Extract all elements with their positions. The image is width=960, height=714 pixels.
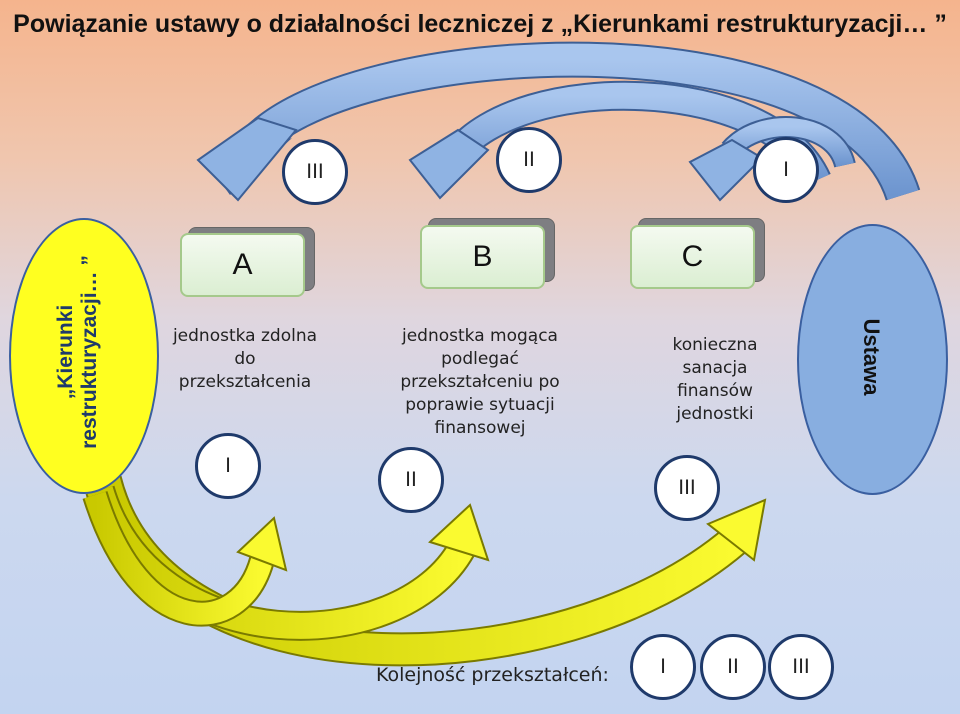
arrow-to-c [688, 116, 856, 202]
box-b-description: jednostka mogąca podlegać przekształceni… [385, 325, 575, 440]
arrow-ustawa-to-a [196, 41, 921, 202]
ustawa-label: Ustawa [859, 318, 884, 396]
arrow-kierunki-to-i [82, 491, 288, 627]
desc-c-line: finansów [677, 381, 753, 401]
box-c-description: konieczna sanacja finansów jednostki [640, 334, 790, 426]
page-title: Powiązanie ustawy o działalności lecznic… [13, 10, 947, 38]
desc-b-line: jednostka mogąca [402, 326, 558, 346]
desc-a-line: do [234, 349, 256, 369]
ustawa-oval [797, 224, 948, 495]
kierunki-oval [9, 218, 159, 494]
box-b: B [420, 225, 545, 289]
top-circle-iii: III [282, 139, 348, 205]
desc-c-line: konieczna [672, 335, 758, 355]
top-circle-ii: II [496, 127, 562, 193]
kierunki-oval-label: „Kierunki restrukturyzacji… ” [54, 202, 114, 502]
desc-b-line: finansowej [434, 418, 526, 438]
kierunki-line-1: „Kierunki [54, 304, 77, 400]
order-circle-ii: II [700, 634, 766, 700]
box-a: A [180, 233, 305, 297]
desc-b-line: poprawie sytuacji [405, 395, 555, 415]
desc-b-line: przekształceniu po [400, 372, 560, 392]
desc-a-line: przekształcenia [178, 372, 312, 392]
top-circle-i: I [753, 137, 819, 203]
order-label: Kolejność przekształceń: [376, 664, 609, 686]
kierunki-line-2: restrukturyzacji… ” [78, 255, 101, 449]
order-circle-iii: III [768, 634, 834, 700]
box-c-circle: III [654, 455, 720, 521]
box-c: C [630, 225, 755, 289]
desc-c-line: jednostki [676, 404, 754, 424]
box-a-circle: I [195, 433, 261, 499]
desc-b-line: podlegać [441, 349, 519, 369]
desc-c-line: sanacja [682, 358, 748, 378]
order-circle-i: I [630, 634, 696, 700]
desc-a-line: jednostka zdolna [172, 326, 318, 346]
box-a-description: jednostka zdolna do przekształcenia [155, 325, 335, 394]
box-b-circle: II [378, 447, 444, 513]
